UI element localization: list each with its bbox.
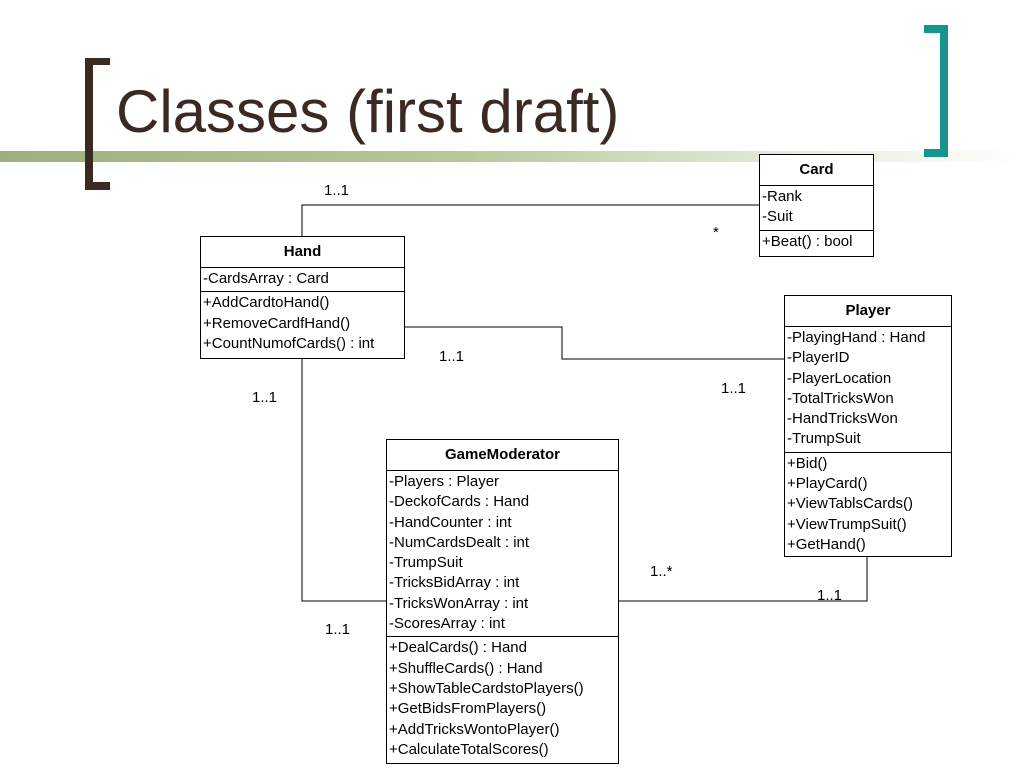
attributes-section: -PlayingHand : Hand -PlayerID -PlayerLoc… (785, 327, 951, 452)
association-hand-gamemoderator (301, 359, 386, 602)
operation: +CountNumofCards() : int (203, 334, 375, 352)
class-hand[interactable]: Hand -CardsArray : Card +AddCardtoHand()… (200, 236, 405, 359)
attribute: -Suit (762, 208, 793, 226)
operation: +CalculateTotalScores() (389, 740, 549, 758)
attribute: -Players : Player (389, 473, 500, 490)
attribute: -PlayerLocation (787, 369, 892, 387)
operation: +ViewTrumpSuit() (787, 515, 907, 533)
association-gamemoderator-player (619, 557, 868, 602)
operation: +DealCards() : Hand (389, 639, 527, 657)
attribute: -HandCounter : int (389, 513, 512, 531)
operation: +AddCardtoHand() (203, 294, 330, 312)
attribute: -TricksWonArray : int (389, 594, 529, 612)
attribute: -ScoresArray : int (389, 615, 505, 633)
operation: +ShowTableCardstoPlayers() (389, 679, 584, 697)
class-name: Player (785, 296, 951, 327)
slide-title: Classes (first draft) (116, 78, 620, 145)
class-name: Card (760, 155, 873, 186)
association-hand-player (405, 326, 784, 360)
class-card[interactable]: Card -Rank -Suit +Beat() : bool (759, 154, 874, 257)
multiplicity-hand-player-player-end: 1..1 (721, 380, 747, 397)
operations-section: +Bid() +PlayCard() +ViewTablsCards() +Vi… (785, 451, 951, 557)
operation: +RemoveCardfHand() (203, 314, 351, 332)
operation: +ShuffleCards() : Hand (389, 659, 543, 677)
association-hand-card (301, 204, 759, 236)
attribute: -TricksBidArray : int (389, 574, 520, 592)
right-bracket-icon (924, 25, 948, 157)
operation: +GetHand() (787, 535, 866, 553)
attribute: -TrumpSuit (389, 554, 463, 572)
attributes-section: -Players : Player -DeckofCards : Hand -H… (387, 471, 618, 636)
operations-section: +Beat() : bool (760, 229, 873, 254)
attribute: -Rank (762, 188, 803, 205)
operation: +GetBidsFromPlayers() (389, 700, 547, 718)
multiplicity-gm-player-gm-end: 1..* (650, 563, 673, 580)
class-name: GameModerator (387, 440, 618, 471)
class-name: Hand (201, 237, 404, 268)
attribute: -DeckofCards : Hand (389, 493, 530, 511)
attribute: -PlayerID (787, 349, 850, 367)
multiplicity-hand-card-card-end: * (713, 224, 719, 241)
operation: +AddTricksWontoPlayer() (389, 720, 560, 738)
attributes-section: -Rank -Suit (760, 186, 873, 230)
multiplicity-hand-gm-gm-end: 1..1 (325, 621, 351, 638)
operations-section: +DealCards() : Hand +ShuffleCards() : Ha… (387, 636, 618, 762)
attribute: -HandTricksWon (787, 410, 898, 428)
multiplicity-hand-player-hand-end: 1..1 (439, 348, 465, 365)
attribute: -TotalTricksWon (787, 389, 894, 407)
attribute: -NumCardsDealt : int (389, 533, 530, 551)
operation: +PlayCard() (787, 475, 868, 493)
operation: +Bid() (787, 454, 828, 472)
operation: +Beat() : bool (762, 232, 853, 250)
attributes-section: -CardsArray : Card (201, 268, 404, 291)
class-gamemoderator[interactable]: GameModerator -Players : Player -DeckofC… (386, 439, 619, 764)
attribute: -TrumpSuit (787, 430, 861, 448)
operation: +ViewTablsCards() (787, 495, 914, 513)
operations-section: +AddCardtoHand() +RemoveCardfHand() +Cou… (201, 291, 404, 356)
multiplicity-gm-player-player-end: 1..1 (817, 587, 843, 604)
attribute: -PlayingHand : Hand (787, 329, 926, 346)
left-bracket-icon (85, 58, 110, 190)
title-underline-bar (0, 151, 1024, 162)
attribute: -CardsArray : Card (203, 270, 329, 287)
multiplicity-hand-card-hand-end: 1..1 (324, 182, 350, 199)
multiplicity-hand-gm-hand-end: 1..1 (252, 389, 278, 406)
class-player[interactable]: Player -PlayingHand : Hand -PlayerID -Pl… (784, 295, 952, 557)
